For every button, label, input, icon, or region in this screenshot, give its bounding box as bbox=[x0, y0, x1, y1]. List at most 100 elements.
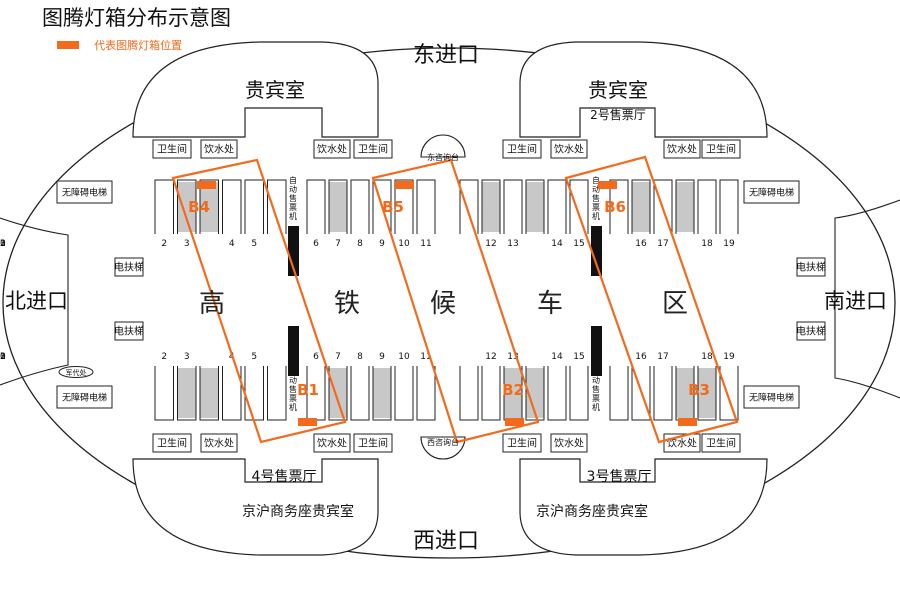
gate-number-top: 22 bbox=[0, 239, 6, 249]
lightbox-marker bbox=[678, 418, 697, 426]
platform-fill-top bbox=[200, 182, 219, 232]
gate-number-bottom: 6 bbox=[313, 352, 319, 362]
gate-bay-bottom bbox=[328, 366, 348, 421]
gate-number-top: 15 bbox=[573, 239, 584, 249]
lightbox-zone bbox=[564, 155, 739, 444]
platform-group: 2345678910111213141516171819202122232345… bbox=[0, 175, 739, 421]
facility-label: 饮水处 bbox=[554, 143, 584, 156]
ticket-machine-label: 动 bbox=[592, 184, 600, 194]
gate-number-bottom: 15 bbox=[573, 352, 584, 362]
ticket-machine bbox=[591, 226, 602, 276]
info-desk-west-label: 西咨询台 bbox=[427, 437, 459, 447]
facility-label: 电扶梯 bbox=[796, 261, 826, 274]
military-office-shape bbox=[58, 366, 94, 378]
station-outline bbox=[2, 47, 896, 559]
legend-swatch bbox=[57, 40, 79, 49]
info-desk-east-label: 东咨询台 bbox=[427, 152, 459, 162]
ticket-machine-label: 售 bbox=[592, 193, 600, 203]
gate-number-bottom: 20 bbox=[0, 352, 6, 362]
gate-number-top: 19 bbox=[723, 239, 735, 249]
facility-label: 卫生间 bbox=[157, 143, 187, 156]
north-entrance-wall bbox=[0, 217, 69, 386]
facility-label: 饮水处 bbox=[204, 437, 234, 450]
facility-label: 电扶梯 bbox=[114, 325, 144, 338]
facility-box bbox=[743, 385, 800, 409]
gate-bay-top bbox=[631, 179, 651, 234]
gate-bay-bottom bbox=[350, 366, 370, 421]
ticket-machine-label: 自 bbox=[289, 175, 297, 185]
ticket-machine-label: 动 bbox=[592, 375, 600, 385]
facility-label: 无障碍电梯 bbox=[62, 187, 107, 199]
gate-number-top: 23 bbox=[0, 239, 6, 249]
gate-number-top: 18 bbox=[701, 239, 713, 249]
gate-bay-top bbox=[525, 179, 545, 234]
platform-fill-bottom bbox=[373, 368, 391, 418]
gate-number-bottom: 17 bbox=[657, 352, 668, 362]
military-office-label: 军代处 bbox=[66, 368, 87, 377]
ticket-machine-label: 机 bbox=[289, 402, 297, 412]
gate-number-bottom: 9 bbox=[379, 352, 385, 362]
facility-label: 无障碍电梯 bbox=[749, 392, 794, 404]
gate-bay-bottom bbox=[394, 366, 414, 421]
vip-room-se bbox=[519, 458, 768, 556]
gate-bay-top bbox=[416, 179, 436, 234]
gate-bay-top bbox=[653, 179, 673, 234]
gate-bay-bottom bbox=[719, 366, 739, 421]
gate-bay-bottom bbox=[481, 366, 501, 421]
facility-label: 饮水处 bbox=[317, 143, 347, 156]
facility-label: 卫生间 bbox=[706, 143, 736, 156]
facility-box bbox=[114, 321, 144, 341]
facility-label: 电扶梯 bbox=[796, 325, 826, 338]
south-entrance-wall bbox=[834, 199, 900, 399]
gate-bay-top bbox=[609, 179, 629, 234]
gate-bay-top bbox=[244, 179, 264, 234]
vip-room-ne bbox=[519, 41, 768, 138]
gate-number-top: 6 bbox=[313, 239, 319, 249]
vip-room-nw bbox=[132, 41, 379, 138]
platform-fill-top bbox=[632, 182, 650, 232]
ticket-machine bbox=[591, 326, 602, 376]
lightbox-marker bbox=[598, 181, 617, 189]
ticket-machine-label: 售 bbox=[289, 384, 297, 394]
ticket-machine-label: 自 bbox=[289, 366, 297, 376]
facility-label: 卫生间 bbox=[507, 437, 537, 450]
facility-box bbox=[550, 139, 588, 159]
hall-char-tie: 铁 bbox=[334, 289, 360, 319]
facility-box bbox=[200, 433, 238, 453]
gate-bay-top bbox=[306, 179, 326, 234]
vip-label-sw: 京沪商务座贵宾室 bbox=[242, 503, 354, 520]
facility-box bbox=[550, 433, 588, 453]
lightbox-label-b3: B3 bbox=[688, 381, 710, 399]
ticket-machine-label: 售 bbox=[289, 193, 297, 203]
gate-bay-top bbox=[222, 179, 242, 234]
facility-label: 饮水处 bbox=[667, 437, 697, 450]
facility-box bbox=[796, 257, 826, 277]
facility-box bbox=[701, 433, 741, 453]
gate-number-top: 8 bbox=[357, 239, 363, 249]
lightbox-label-b6: B6 bbox=[604, 198, 626, 216]
ticket-machine-label: 售 bbox=[592, 384, 600, 394]
gate-bay-top bbox=[697, 179, 717, 234]
hall-char-gao: 高 bbox=[199, 289, 225, 319]
platform-fill-top bbox=[526, 182, 544, 232]
west-entrance-label: 西进口 bbox=[413, 529, 479, 554]
gate-bay-top bbox=[267, 179, 287, 234]
gate-number-top: 16 bbox=[635, 239, 647, 249]
ticket-machine-label: 机 bbox=[592, 402, 600, 412]
facility-label: 饮水处 bbox=[554, 437, 584, 450]
gate-number-top: 7 bbox=[335, 239, 341, 249]
gate-number-top: 12 bbox=[485, 239, 496, 249]
gate-bay-bottom bbox=[547, 366, 567, 421]
platform-fill-bottom bbox=[676, 368, 694, 418]
ticket-hall-4-label: 4号售票厅 bbox=[252, 469, 317, 485]
south-entrance-label: 南进口 bbox=[824, 289, 887, 313]
gate-number-top: 14 bbox=[551, 239, 563, 249]
hall-char-che: 车 bbox=[537, 289, 563, 319]
gate-number-top: 4 bbox=[229, 239, 235, 249]
legend: 代表图腾灯箱位置 bbox=[57, 34, 182, 52]
facility-box bbox=[313, 433, 351, 453]
facility-label: 卫生间 bbox=[706, 437, 736, 450]
gate-number-bottom: 14 bbox=[551, 352, 563, 362]
lightbox-marker bbox=[298, 418, 317, 426]
